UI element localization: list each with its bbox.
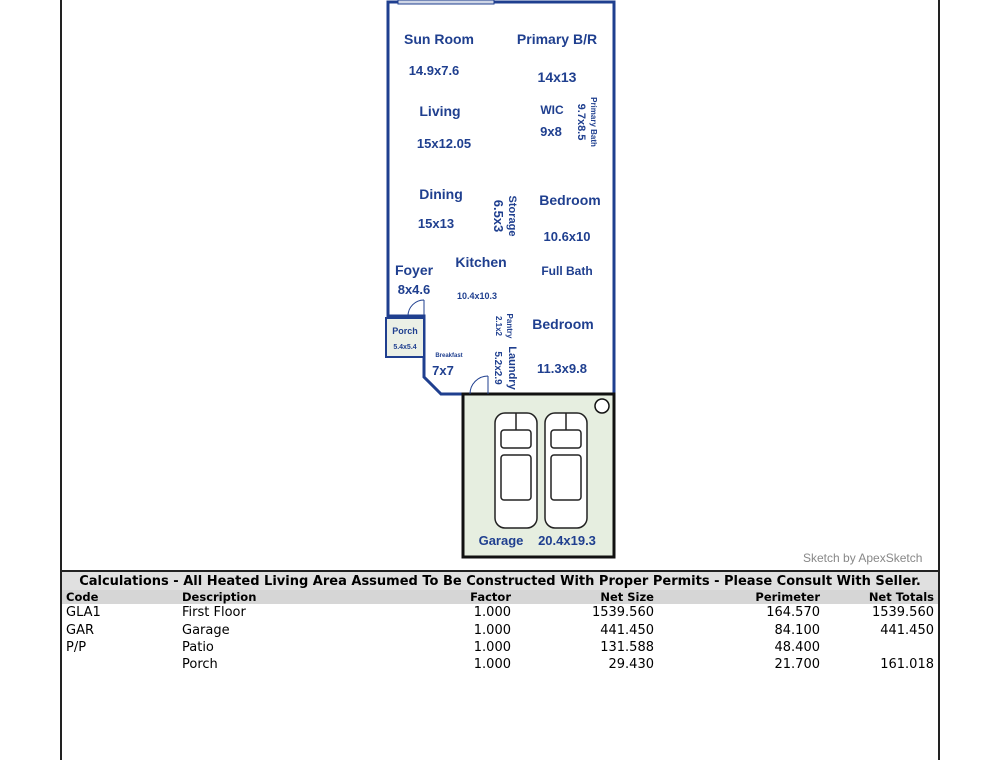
room-laundry-size: 5.2x2.9 <box>492 351 503 385</box>
room-garage-size: 20.4x19.3 <box>538 533 596 548</box>
cell-code: GLA1 <box>66 605 101 621</box>
room-kitchen-size: 10.4x10.3 <box>457 291 497 301</box>
room-laundry-name: Laundry <box>506 346 518 390</box>
room-wic-name: WIC <box>540 103 564 117</box>
room-porch-name: Porch <box>392 326 418 336</box>
room-dining-size: 15x13 <box>418 216 454 231</box>
sketch-credit: Sketch by ApexSketch <box>803 551 923 565</box>
room-foyer-name: Foyer <box>395 262 434 278</box>
cell-perimeter: 84.100 <box>774 622 821 638</box>
room-primary-br-size: 14x13 <box>538 69 577 85</box>
room-bedroom2-name: Bedroom <box>532 316 593 332</box>
calculations-table: Code Description Factor Net Size Perimet… <box>62 590 938 674</box>
room-living-size: 15x12.05 <box>417 136 471 151</box>
cell-factor: 1.000 <box>473 639 511 655</box>
room-bedroom2-size: 11.3x9.8 <box>537 361 587 376</box>
cell-factor: 1.000 <box>473 605 511 621</box>
col-code: Code <box>62 590 178 604</box>
cell-net-totals: 441.450 <box>880 622 934 638</box>
room-breakfast-name: Breakfast <box>435 353 462 359</box>
porch-outline <box>385 317 425 358</box>
col-factor: Factor <box>406 590 515 604</box>
col-description: Description <box>178 590 406 604</box>
table-row: GAR Garage 1.000 441.450 84.100 441.450 <box>62 621 938 638</box>
cell-factor: 1.000 <box>473 622 511 638</box>
water-heater-icon <box>594 398 610 414</box>
room-porch-size: 5.4x5.4 <box>393 344 416 351</box>
calculations-section: Calculations - All Heated Living Area As… <box>62 570 938 674</box>
cell-description: Porch <box>182 657 218 673</box>
room-kitchen-name: Kitchen <box>455 254 506 270</box>
page-frame <box>60 0 940 760</box>
cell-perimeter: 21.700 <box>774 657 821 673</box>
cell-net-size: 441.450 <box>600 622 654 638</box>
table-row: Porch 1.000 29.430 21.700 161.018 <box>62 656 938 673</box>
col-net-size: Net Size <box>515 590 658 604</box>
floor-plan: Sun Room 14.9x7.6 Primary B/R 14x13 Livi… <box>385 0 616 559</box>
room-dining-name: Dining <box>419 186 463 202</box>
cell-description: Patio <box>182 639 214 655</box>
cell-net-totals: 1539.560 <box>871 605 934 621</box>
table-row: GLA1 First Floor 1.000 1539.560 164.570 … <box>62 604 938 621</box>
cell-description: Garage <box>182 622 230 638</box>
calculations-title: Calculations - All Heated Living Area As… <box>62 570 938 590</box>
sunroom-window <box>397 0 495 5</box>
room-full-bath-name: Full Bath <box>541 264 592 278</box>
room-garage-name: Garage <box>479 533 524 548</box>
cell-net-totals: 161.018 <box>880 657 934 673</box>
room-primary-bath-name: Primary Bath <box>589 97 598 147</box>
room-storage-name: Storage <box>506 196 518 237</box>
room-foyer-size: 8x4.6 <box>398 282 431 297</box>
cell-net-totals <box>824 639 938 656</box>
cell-description: First Floor <box>182 605 246 621</box>
garage-outline <box>461 392 616 559</box>
car-icon <box>494 412 538 529</box>
table-header-row: Code Description Factor Net Size Perimet… <box>62 590 938 604</box>
cell-net-size: 29.430 <box>608 657 655 673</box>
cell-factor: 1.000 <box>473 657 511 673</box>
cell-code <box>62 656 178 673</box>
room-living-name: Living <box>419 103 460 119</box>
cell-perimeter: 164.570 <box>766 605 820 621</box>
col-net-totals: Net Totals <box>824 590 938 604</box>
cell-perimeter: 48.400 <box>774 639 821 655</box>
cell-code: GAR <box>66 622 94 638</box>
car-icon <box>544 412 588 529</box>
room-primary-bath-size: 9.7x8.5 <box>575 104 587 141</box>
room-sun-room-size: 14.9x7.6 <box>409 63 460 78</box>
garage-door-arc <box>469 375 489 395</box>
room-bedroom1-size: 10.6x10 <box>544 229 591 244</box>
room-sun-room-name: Sun Room <box>404 31 474 47</box>
table-row: P/P Patio 1.000 131.588 48.400 <box>62 639 938 656</box>
cell-net-size: 1539.560 <box>591 605 654 621</box>
room-pantry-name: Pantry <box>505 314 514 339</box>
cell-code: P/P <box>66 639 87 655</box>
room-bedroom1-name: Bedroom <box>539 192 600 208</box>
room-breakfast-size: 7x7 <box>432 363 454 378</box>
room-storage-size: 6.5x3 <box>491 200 506 233</box>
room-pantry-size: 2.1x2 <box>494 316 503 337</box>
room-wic-size: 9x8 <box>540 124 562 139</box>
col-perimeter: Perimeter <box>658 590 824 604</box>
room-primary-br-name: Primary B/R <box>517 31 597 47</box>
house-outline <box>386 0 616 396</box>
cell-net-size: 131.588 <box>600 639 654 655</box>
foyer-door <box>407 299 425 317</box>
